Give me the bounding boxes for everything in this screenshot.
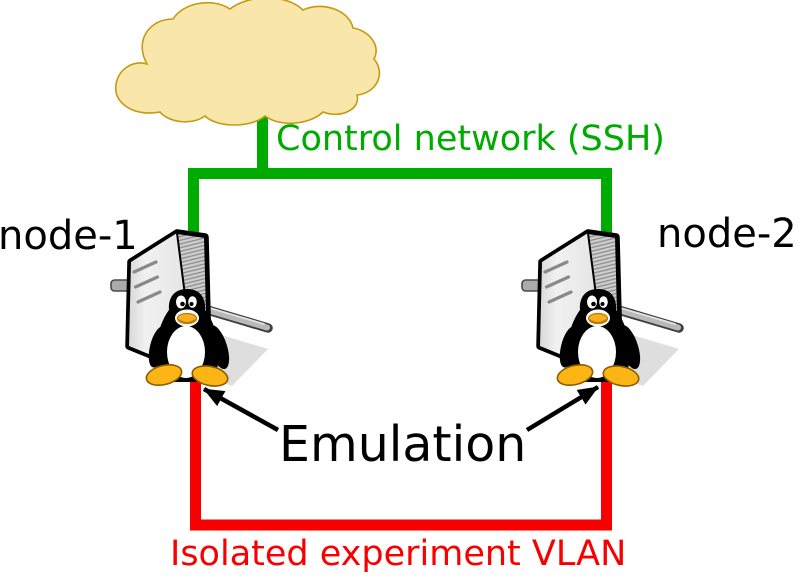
node-2-icon <box>522 233 679 389</box>
emulation-label: Emulation <box>279 416 527 473</box>
experiment-vlan-line <box>190 376 612 531</box>
control-network-label: Control network (SSH) <box>276 119 665 159</box>
control-network-stem <box>257 108 268 178</box>
isolated-vlan-label: Isolated experiment VLAN <box>170 534 627 574</box>
internet-cloud-icon <box>115 0 381 126</box>
node-2-label: node-2 <box>657 211 797 257</box>
emulation-arrow-left <box>202 387 280 432</box>
emulation-arrow-right <box>525 385 600 432</box>
node-1-label: node-1 <box>0 213 138 259</box>
control-network-line <box>188 168 612 242</box>
